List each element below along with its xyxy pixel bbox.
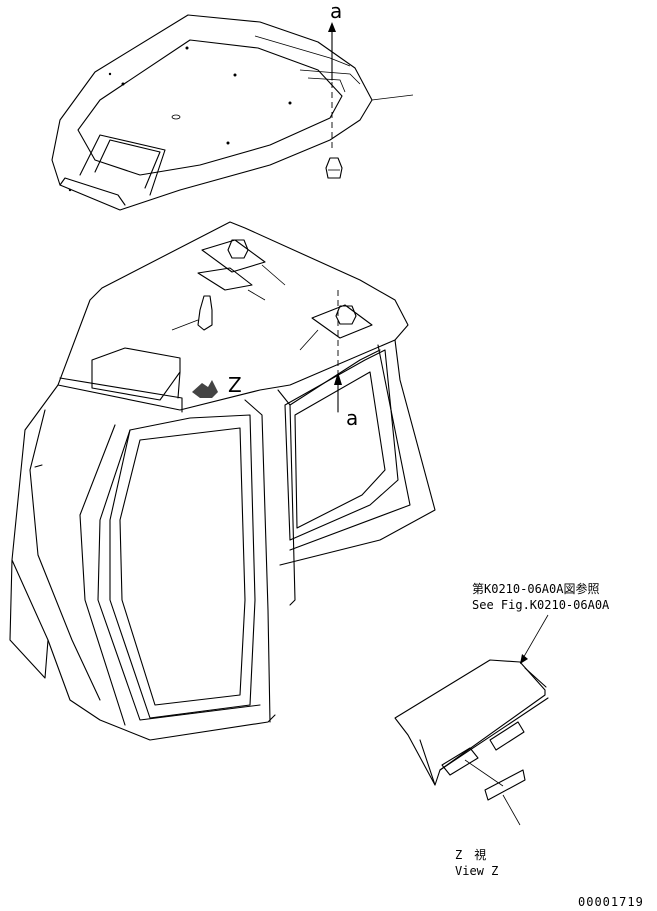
arrow-a-top-label: a [330, 0, 342, 23]
arrow-a-top: a [328, 0, 342, 150]
clip-fastener [325, 157, 343, 179]
view-z-marker: Z [228, 373, 242, 397]
roof-bracket-left [201, 239, 286, 286]
drawing-number: 00001719 [578, 895, 644, 909]
cab-frame [9, 221, 436, 741]
reference-en: See Fig.K0210-06A0A [472, 598, 610, 612]
view-z-part [394, 614, 549, 786]
label-plate [464, 759, 526, 826]
view-z-caption-en: View Z [455, 864, 498, 878]
arrow-a-bottom-label: a [346, 406, 358, 430]
view-z-caption-jp: Z 視 [455, 847, 486, 862]
arrow-a-bottom: a [334, 290, 358, 430]
roof-bracket-right [299, 304, 373, 351]
view-z-arrow: Z [192, 373, 242, 398]
gasket [197, 267, 266, 301]
bolt [171, 295, 213, 331]
reference-jp: 第K0210-06A0A図参照 [472, 581, 599, 596]
roof-cover [51, 14, 414, 211]
